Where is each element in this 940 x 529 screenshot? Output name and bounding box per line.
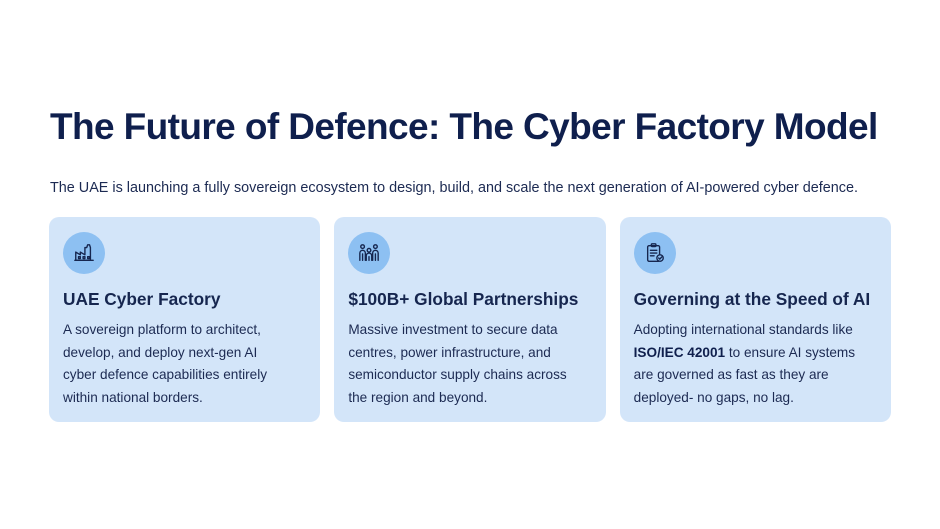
team-icon xyxy=(348,232,391,274)
card-body: A sovereign platform to architect, devel… xyxy=(63,319,313,410)
slide-subtitle: The UAE is launching a fully sovereign e… xyxy=(50,180,858,196)
card-governing-speed-of-ai: Governing at the Speed of AI Adopting in… xyxy=(619,217,891,422)
card-body-line: within national borders. xyxy=(63,390,203,406)
slide-title: The Future of Defence: The Cyber Factory… xyxy=(50,106,878,147)
card-body-line: cyber defence capabilities entirely xyxy=(63,367,268,383)
cards-row: UAE Cyber Factory A sovereign platform t… xyxy=(49,217,891,422)
card-body: Adopting international standards like IS… xyxy=(634,319,884,410)
card-body-text: to ensure AI systems xyxy=(725,344,856,360)
card-body-line: centres, power infrastructure, and xyxy=(348,344,551,360)
card-body-line: ISO/IEC 42001 to ensure AI systems xyxy=(634,345,855,360)
card-global-partnerships: $100B+ Global Partnerships Massive inves… xyxy=(334,217,606,422)
card-body-line: deployed- no gaps, no lag. xyxy=(633,390,794,406)
card-title: $100B+ Global Partnerships xyxy=(348,289,579,309)
card-body: Massive investment to secure data centre… xyxy=(348,319,598,410)
card-body-line: semiconductor supply chains across xyxy=(348,367,567,383)
card-title: UAE Cyber Factory xyxy=(63,289,221,309)
card-body-line: the region and beyond. xyxy=(348,390,488,406)
clipboard-check-icon xyxy=(633,232,676,274)
standard-name: ISO/IEC 42001 xyxy=(633,344,726,360)
card-body-line: Massive investment to secure data xyxy=(348,322,558,337)
card-body-line: are governed as fast as they are xyxy=(633,367,829,383)
card-title: Governing at the Speed of AI xyxy=(633,289,871,309)
factory-icon xyxy=(63,232,105,274)
card-body-line: Adopting international standards like xyxy=(633,322,853,337)
card-uae-cyber-factory: UAE Cyber Factory A sovereign platform t… xyxy=(49,217,321,422)
card-body-line: A sovereign platform to architect, xyxy=(63,322,261,337)
card-body-line: develop, and deploy next-gen AI xyxy=(63,344,258,360)
